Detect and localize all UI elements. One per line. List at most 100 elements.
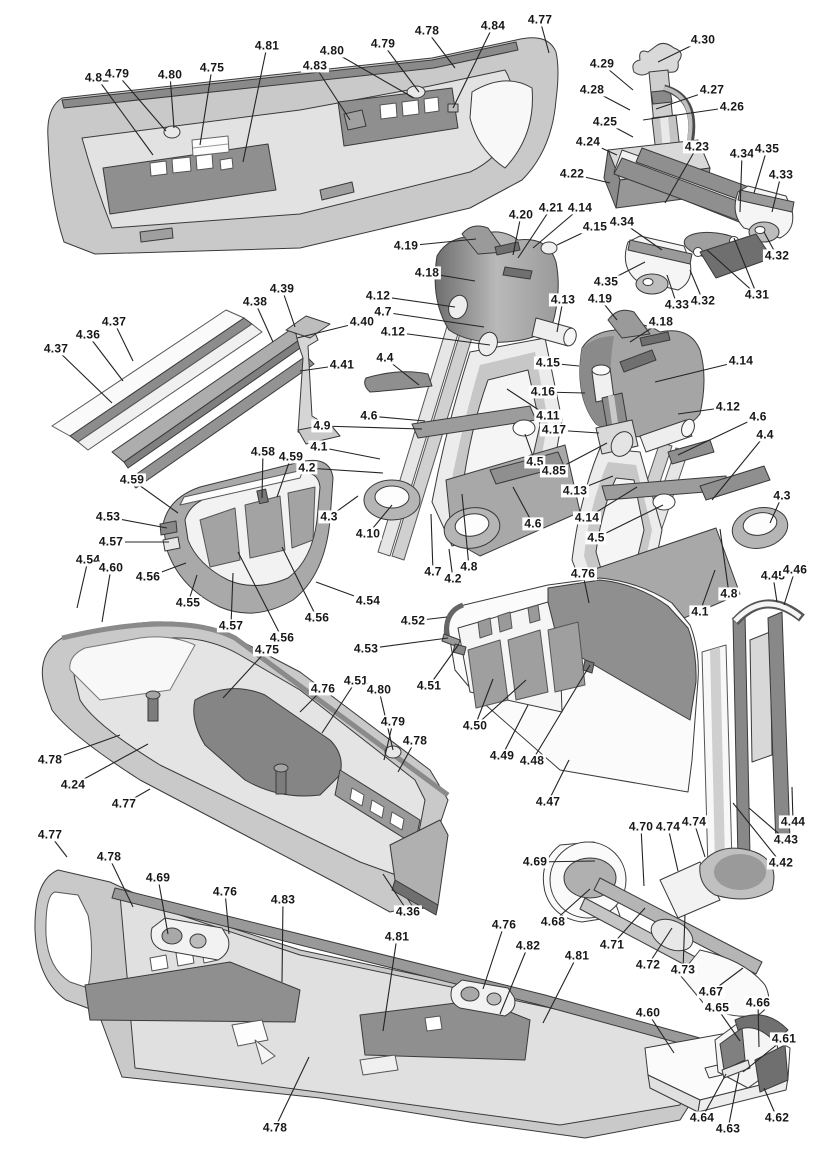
part-label: 4.1 [689, 604, 711, 619]
part-label: 4.84 [478, 18, 508, 33]
part-label: 4.42 [766, 855, 796, 870]
part-label: 4.18 [412, 265, 442, 280]
part-label: 4.19 [585, 291, 615, 306]
part-label: 4.13 [548, 292, 578, 307]
leader-line [642, 106, 733, 121]
part-label: 4.8 [458, 559, 480, 574]
windscreen-cowl-illustration [159, 459, 334, 614]
part-label: 4.35 [752, 141, 782, 156]
part-label: 4.56 [302, 610, 332, 625]
part-label: 4.7 [372, 304, 394, 319]
part-label: 4.5 [585, 530, 607, 545]
leader-line [501, 704, 529, 757]
leader-line [108, 856, 134, 908]
leader-line [276, 456, 292, 498]
leader-line [461, 493, 470, 568]
part-label: 4.70 [626, 819, 656, 834]
part-label: 4.33 [662, 297, 692, 312]
part-label: 4.4 [374, 350, 396, 365]
stern-deck-wedge-illustration [644, 1014, 791, 1113]
part-label: 4.33 [766, 167, 796, 182]
leader-line [72, 743, 149, 786]
part-label: 4.1 [308, 439, 330, 454]
leader-line [96, 77, 154, 156]
leader-line [274, 1056, 310, 1129]
part-label: 4.45 [758, 568, 788, 583]
leader-line [101, 567, 112, 623]
part-label: 4.19 [391, 238, 421, 253]
leader-line [199, 67, 213, 146]
leader-line [474, 679, 527, 727]
part-label: 4.80 [364, 682, 394, 697]
leader-line [321, 425, 423, 430]
leader-line [699, 569, 716, 613]
part-label: 4.14 [572, 510, 602, 525]
part-label: 4.38 [240, 294, 270, 309]
part-label: 4.60 [633, 1005, 663, 1020]
part-label: 4.85 [539, 463, 569, 478]
part-label: 4.76 [210, 884, 240, 899]
part-label: 4.51 [414, 678, 444, 693]
part-label: 4.37 [99, 314, 129, 329]
part-label: 4.43 [771, 832, 801, 847]
part-label: 4.29 [587, 56, 617, 71]
part-label: 4.55 [173, 595, 203, 610]
part-label: 4.59 [117, 472, 147, 487]
leader-line [531, 664, 591, 762]
part-label: 4.81 [562, 948, 592, 963]
part-label: 4.57 [216, 618, 246, 633]
part-label: 4.20 [506, 207, 536, 222]
part-label: 4.74 [679, 814, 709, 829]
part-label: 4.34 [607, 214, 637, 229]
part-label: 4.82 [513, 938, 543, 953]
cabin-side-panel-illustration [441, 577, 699, 793]
part-label: 4.4 [754, 427, 776, 442]
mg-mount-illustration [542, 841, 775, 1017]
leader-line [757, 1002, 760, 1048]
part-label: 4.83 [300, 58, 330, 73]
part-label: 4.32 [762, 248, 792, 263]
part-label: 4.28 [577, 82, 607, 97]
part-label: 4.50 [460, 718, 490, 733]
part-label: 4.80 [317, 43, 347, 58]
leader-line [727, 1072, 740, 1130]
ejection-seat-left-illustration [363, 225, 581, 561]
leader-line [753, 148, 768, 194]
part-label: 4.78 [260, 1120, 290, 1135]
part-label: 4.65 [702, 1000, 732, 1015]
hull-assembled-illustration [41, 621, 450, 916]
part-label: 4.7 [422, 564, 444, 579]
part-label: 4.32 [688, 293, 718, 308]
part-label: 4.6 [522, 516, 544, 531]
leader-line [512, 214, 522, 256]
part-label: 4.15 [533, 355, 563, 370]
part-label: 4.61 [769, 1031, 799, 1046]
leader-line [306, 467, 384, 474]
leader-line [242, 45, 268, 163]
leader-line [517, 207, 552, 259]
leader-line [739, 153, 743, 213]
part-label: 4.13 [560, 483, 590, 498]
part-label: 4.36 [393, 904, 423, 919]
part-label: 4.2 [296, 460, 318, 475]
leader-line [640, 826, 645, 887]
leader-line [224, 891, 230, 935]
part-label: 4.78 [94, 849, 124, 864]
hull-half-bottom-illustration [34, 869, 719, 1139]
part-label: 4.36 [73, 327, 103, 342]
part-label: 4.52 [398, 613, 428, 628]
part-label: 4.59 [276, 449, 306, 464]
part-label: 4.79 [378, 714, 408, 729]
part-label: 4.82 [82, 70, 112, 85]
part-label: 4.64 [687, 1110, 717, 1125]
part-label: 4.63 [713, 1121, 743, 1136]
leader-line [682, 914, 686, 971]
part-label: 4.46 [780, 562, 810, 577]
leader-line [382, 311, 485, 328]
leader-line [428, 643, 460, 687]
part-label: 4.44 [778, 814, 808, 829]
leader-line [331, 50, 415, 99]
part-label: 4.2 [442, 571, 464, 586]
part-label: 4.76 [308, 681, 338, 696]
leader-line [711, 434, 766, 501]
